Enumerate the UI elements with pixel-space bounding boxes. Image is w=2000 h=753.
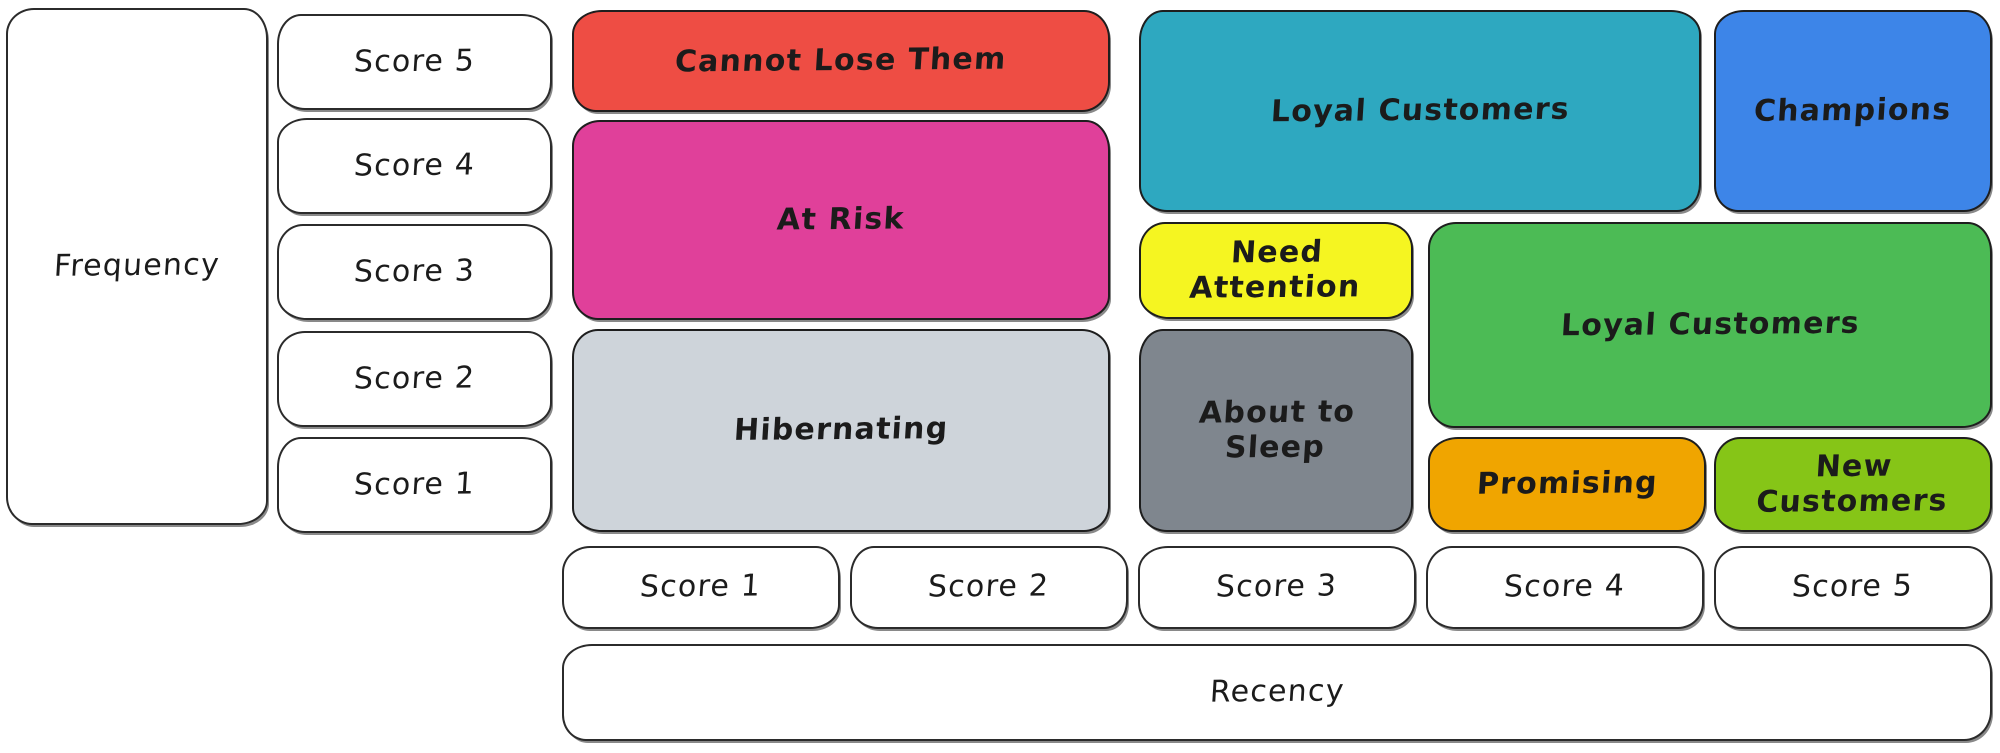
recency-score-4[interactable]: Score 4 [1426, 546, 1704, 629]
frequency-score-4[interactable]: Score 4 [277, 118, 552, 214]
frequency-score-2[interactable]: Score 2 [277, 331, 552, 427]
segment-at-risk[interactable]: At Risk [572, 120, 1110, 320]
recency-axis-label: Recency [562, 644, 1992, 741]
segment-cannot-lose-them[interactable]: Cannot Lose Them [572, 10, 1110, 112]
recency-axis-label-text: Recency [1208, 673, 1346, 710]
frequency-score-3[interactable]: Score 3 [277, 224, 552, 320]
segment-need-attention[interactable]: Need Attention [1139, 222, 1413, 319]
segment-loyal-customers-teal[interactable]: Loyal Customers [1139, 10, 1701, 212]
recency-score-2[interactable]: Score 2 [850, 546, 1128, 629]
recency-score-3[interactable]: Score 3 [1138, 546, 1416, 629]
frequency-axis-label-text: Frequency [53, 247, 222, 284]
frequency-score-5[interactable]: Score 5 [277, 14, 552, 110]
frequency-axis-label: Frequency [6, 8, 268, 525]
segment-hibernating[interactable]: Hibernating [572, 329, 1110, 532]
segment-promising[interactable]: Promising [1428, 437, 1706, 532]
segment-loyal-customers-green[interactable]: Loyal Customers [1428, 222, 1992, 428]
frequency-score-1[interactable]: Score 1 [277, 437, 552, 533]
segment-champions[interactable]: Champions [1714, 10, 1992, 212]
recency-score-1[interactable]: Score 1 [562, 546, 840, 629]
segment-about-to-sleep[interactable]: About to Sleep [1139, 329, 1413, 532]
recency-score-5[interactable]: Score 5 [1714, 546, 1992, 629]
segment-new-customers[interactable]: New Customers [1714, 437, 1992, 532]
